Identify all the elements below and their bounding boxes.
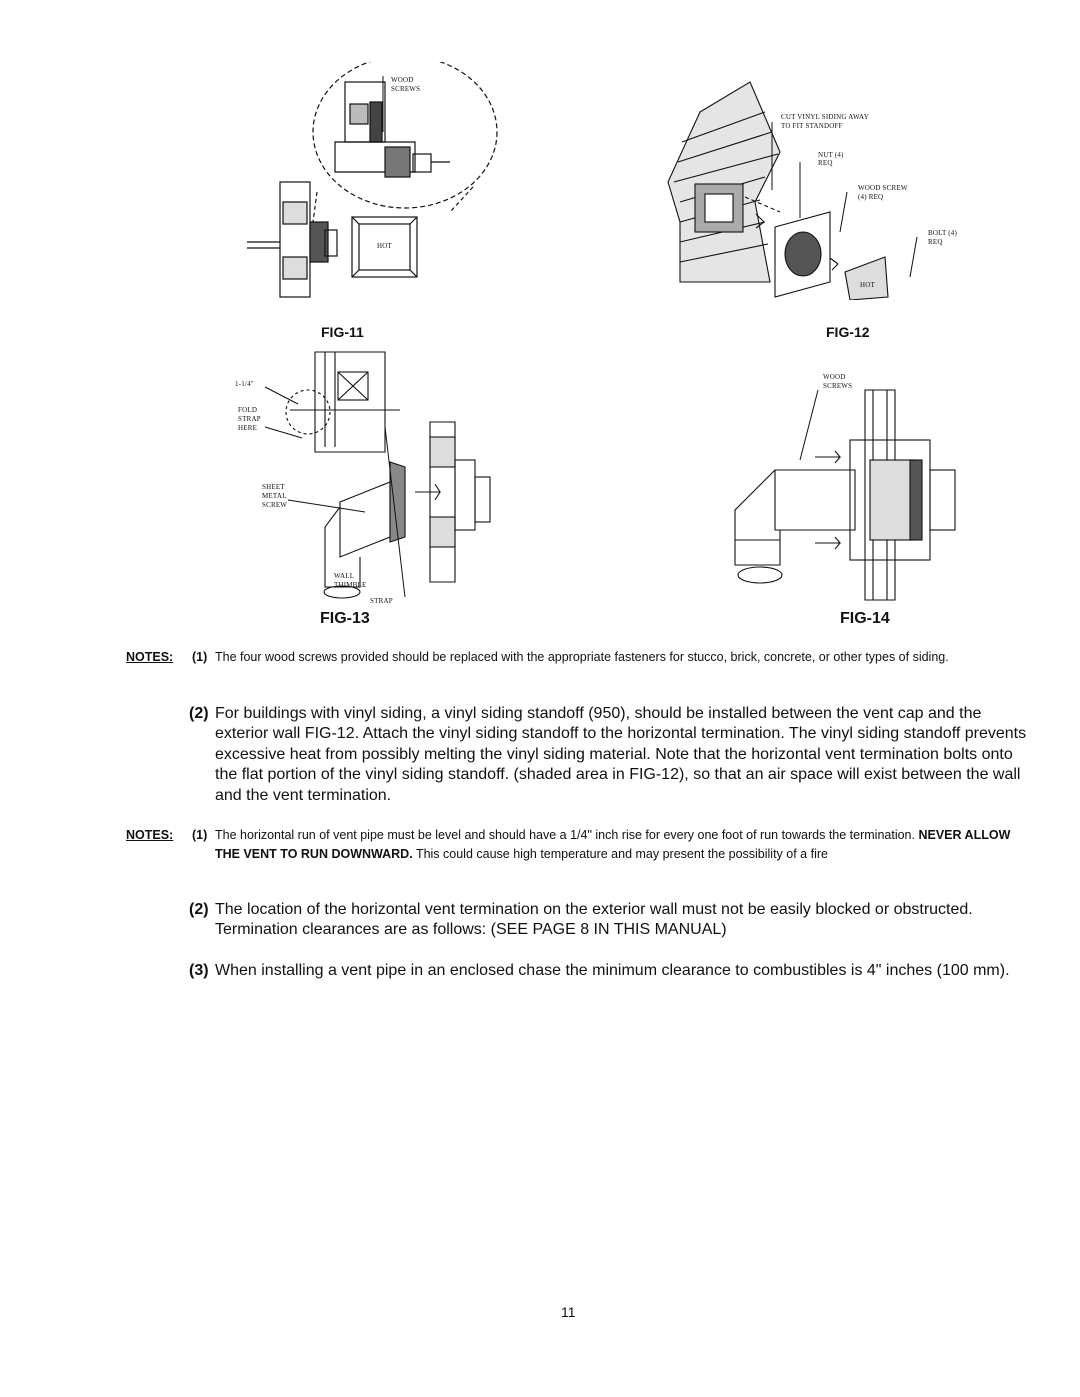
- notes-b-1-text: The horizontal run of vent pipe must be …: [215, 826, 1026, 864]
- fig11-callout-hot: HOT: [377, 242, 393, 250]
- fig11-callout-wood: WOOD: [391, 76, 414, 84]
- fig-12-caption: FIG-12: [826, 324, 870, 340]
- notes-b-1-text-a: The horizontal run of vent pipe must be …: [215, 828, 915, 842]
- fig12-callout-wood-screw-1: WOOD SCREW: [858, 184, 908, 192]
- fig12-callout-nut-2: REQ: [818, 159, 833, 167]
- fig14-callout-screws: SCREWS: [823, 382, 852, 390]
- fig-11-caption: FIG-11: [321, 324, 364, 340]
- notes-b-3-text: When installing a vent pipe in an enclos…: [215, 962, 1010, 979]
- fig-14-svg: WOOD SCREWS: [734, 373, 956, 601]
- fig-14-caption: FIG-14: [840, 610, 890, 627]
- fig12-callout-bolt-2: REQ: [928, 238, 943, 246]
- fig-13-drawing: 1-1/4" FOLD STRAP HERE SHEET METAL SCREW…: [230, 342, 515, 607]
- fig12-callout-cut-1: CUT VINYL SIDING AWAY: [781, 113, 869, 121]
- notes-b-2-text: The location of the horizontal vent term…: [215, 901, 973, 939]
- fig11-callout-screws: SCREWS: [391, 85, 420, 93]
- fig-12-drawing: CUT VINYL SIDING AWAY TO FIT STANDOFF NU…: [660, 72, 980, 300]
- fig12-callout-cut-2: TO FIT STANDOFF: [781, 122, 843, 130]
- fig12-callout-hot: HOT: [860, 281, 876, 289]
- notes-b-2-number: (2): [189, 901, 209, 918]
- fig-12-svg: CUT VINYL SIDING AWAY TO FIT STANDOFF NU…: [667, 81, 957, 300]
- notes-b-3-number: (3): [189, 962, 209, 979]
- notes-b-item-1: NOTES: (1) The horizontal run of vent pi…: [126, 826, 1026, 886]
- notes-b-1-number: (1): [192, 828, 208, 842]
- fig12-callout-wood-screw-2: (4) REQ: [858, 193, 883, 201]
- fig13-callout-strap: STRAP: [370, 597, 393, 605]
- fig13-callout-fold-3: HERE: [238, 424, 257, 432]
- fig-11-svg: WOOD SCREWS HOT: [247, 62, 498, 298]
- notes-a-2-text: For buildings with vinyl siding, a vinyl…: [215, 705, 1027, 804]
- notes-b-1-warning: NEVER ALLOW THE VENT TO RUN DOWNWARD.: [215, 828, 1011, 861]
- fig13-callout-dim: 1-1/4": [235, 380, 254, 388]
- fig13-callout-wall-2: THIMBLE: [334, 581, 367, 589]
- fig13-callout-sheet-3: SCREW: [262, 501, 287, 509]
- page-number: 11: [561, 1304, 576, 1320]
- notes-a-1-text: The four wood screws provided should be …: [215, 650, 949, 664]
- notes-b-1-text-b: This could cause high temperature and ma…: [415, 847, 828, 861]
- notes-a-1-number: (1): [192, 650, 208, 664]
- fig14-callout-wood: WOOD: [823, 373, 846, 381]
- fig12-callout-nut-1: NUT (4): [818, 151, 844, 159]
- notes-a-item-1: NOTES: (1) The four wood screws provided…: [126, 648, 1026, 688]
- notes-a-2-number: (2): [189, 705, 209, 722]
- fig-13-svg: 1-1/4" FOLD STRAP HERE SHEET METAL SCREW…: [235, 351, 491, 605]
- fig-14-drawing: WOOD SCREWS: [715, 365, 980, 605]
- fig-11-drawing: WOOD SCREWS HOT: [235, 62, 510, 312]
- fig13-callout-sheet-1: SHEET: [262, 483, 285, 491]
- fig13-callout-sheet-2: METAL: [262, 492, 287, 500]
- fig13-callout-fold-2: STRAP: [238, 415, 261, 423]
- fig13-callout-fold-1: FOLD: [238, 406, 257, 414]
- fig-13-caption: FIG-13: [320, 610, 370, 627]
- fig13-callout-wall-1: WALL: [334, 572, 354, 580]
- notes-a-label: NOTES:: [126, 650, 174, 664]
- notes-b-label: NOTES:: [126, 828, 174, 842]
- fig12-callout-bolt-1: BOLT (4): [928, 229, 957, 237]
